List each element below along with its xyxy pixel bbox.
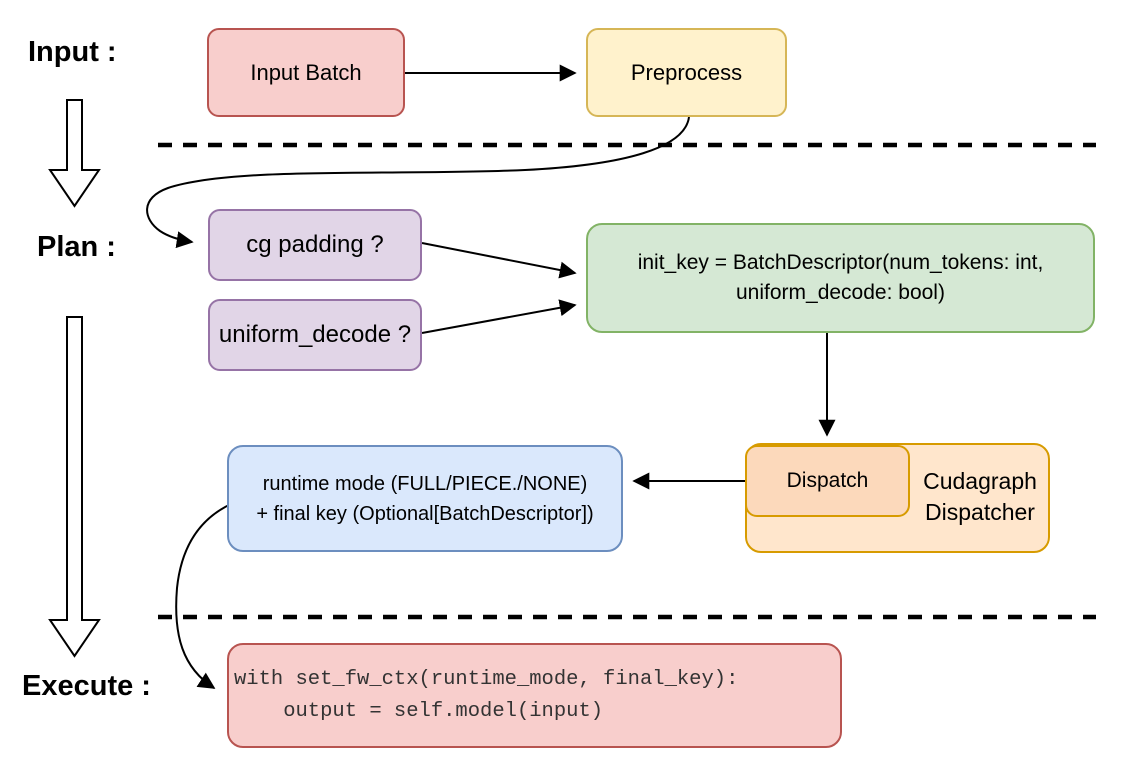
node-cg-padding: cg padding ? <box>208 209 422 281</box>
stage-label-plan: Plan : <box>37 231 116 263</box>
node-input-batch: Input Batch <box>207 28 405 117</box>
stage-label-input: Input : <box>28 36 117 68</box>
node-init-key: init_key = BatchDescriptor(num_tokens: i… <box>586 223 1095 333</box>
node-dispatch: Dispatch <box>745 445 910 517</box>
node-runtime-result: runtime mode (FULL/PIECE./NONE) + final … <box>227 445 623 552</box>
node-preprocess: Preprocess <box>586 28 787 117</box>
arrow-preprocess-to-cg-padding <box>146 116 690 249</box>
node-execute-code: with set_fw_ctx(runtime_mode, final_key)… <box>227 643 842 748</box>
arrow-runtime-result-to-execute-code <box>175 503 232 689</box>
cudagraph-dispatcher-label: Cudagraph Dispatcher <box>923 468 1037 525</box>
arrow-cg-padding-to-init-key <box>421 242 577 279</box>
plan-stage-down-arrow <box>48 316 101 658</box>
input-stage-down-arrow <box>48 99 101 208</box>
stage-label-execute: Execute : <box>22 670 151 702</box>
arrow-uniform-decode-to-init-key <box>421 299 577 334</box>
node-uniform-decode: uniform_decode ? <box>208 299 422 371</box>
